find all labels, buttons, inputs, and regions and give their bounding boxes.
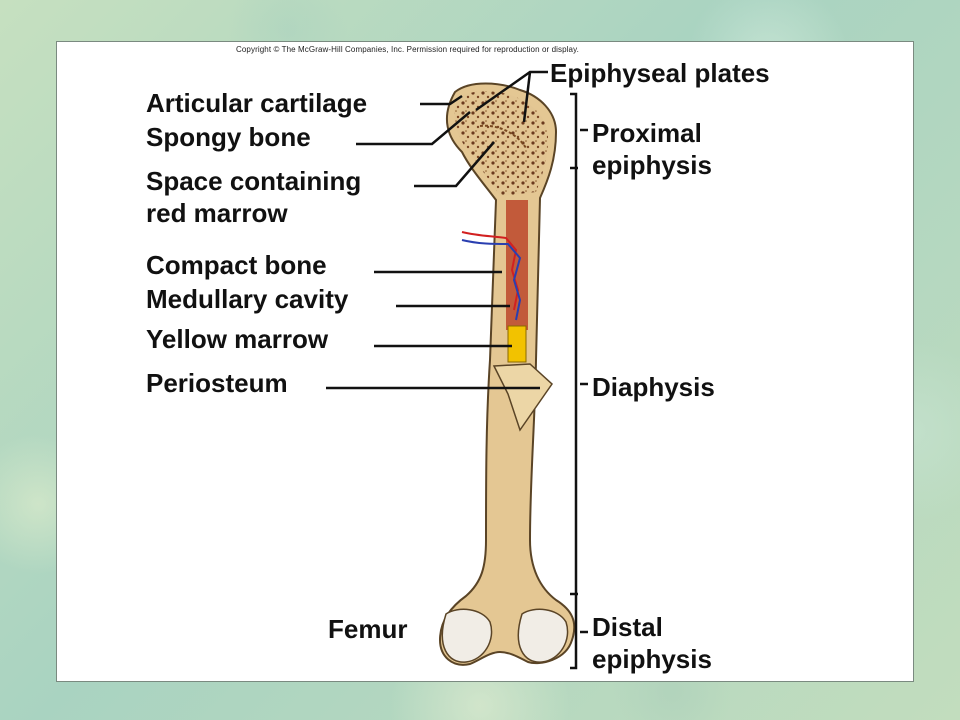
label-articular-cartilage: Articular cartilage [146,88,368,118]
distal-condyle-right [517,608,569,663]
label-distal-line1: Distal [592,612,663,642]
periosteum-flap [492,363,553,432]
artery [461,231,520,311]
label-diaphysis: Diaphysis [592,372,715,402]
vein [461,239,522,321]
label-space-red-marrow-line1: Space containing [146,166,362,196]
epiphyseal-plate-line [479,124,527,149]
label-femur: Femur [328,614,408,644]
label-distal-line2: epiphysis [592,644,712,674]
label-periosteum: Periosteum [146,368,288,398]
label-epiphyseal-plates: Epiphyseal plates [550,58,770,88]
label-spongy-bone: Spongy bone [146,122,311,152]
label-yellow-marrow: Yellow marrow [146,324,329,354]
label-space-red-marrow-line2: red marrow [146,198,288,228]
copyright-notice: Copyright © The McGraw-Hill Companies, I… [236,45,579,54]
leader-lines [326,70,548,390]
distal-condyle-left [441,608,493,663]
label-compact-bone: Compact bone [146,250,327,280]
label-proximal-line1: Proximal [592,118,702,148]
yellow-marrow [507,325,527,363]
medullary-cavity [506,200,528,330]
label-medullary-cavity: Medullary cavity [146,284,349,314]
region-brackets [570,92,588,670]
label-proximal-line2: epiphysis [592,150,712,180]
